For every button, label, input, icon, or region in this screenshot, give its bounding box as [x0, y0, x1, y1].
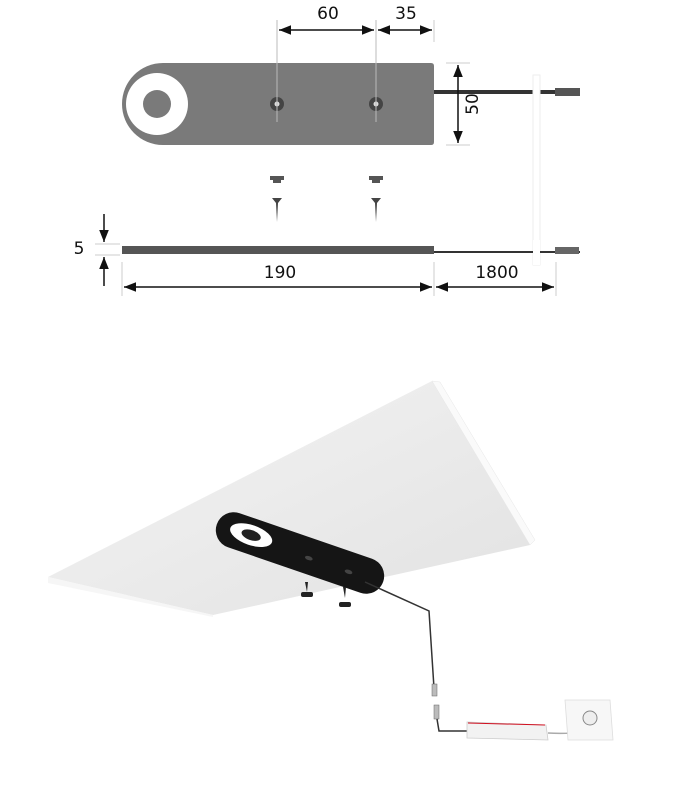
screws — [272, 198, 381, 222]
shelf-underside — [48, 381, 530, 615]
shelf-edge — [431, 380, 536, 546]
top-view: 60 35 50 — [122, 4, 580, 266]
dim-label-60: 60 — [317, 4, 339, 24]
cable-3d — [364, 581, 435, 689]
cable-break-gap — [532, 74, 541, 266]
screws-3d — [301, 582, 351, 607]
dim-label-1800: 1800 — [475, 263, 518, 283]
connector-top — [555, 88, 580, 96]
dim-label-190: 190 — [264, 263, 296, 283]
connector-3d — [431, 683, 438, 697]
installation-illustration — [48, 380, 614, 741]
light-body-side — [122, 246, 434, 254]
dim-label-5: 5 — [74, 239, 85, 259]
light-plate — [215, 512, 385, 594]
lens-center — [143, 90, 171, 118]
side-view: 5 190 1800 — [74, 214, 580, 296]
dim-label-50: 50 — [463, 93, 483, 115]
screw-caps — [270, 176, 383, 183]
dim-label-35: 35 — [395, 4, 417, 24]
